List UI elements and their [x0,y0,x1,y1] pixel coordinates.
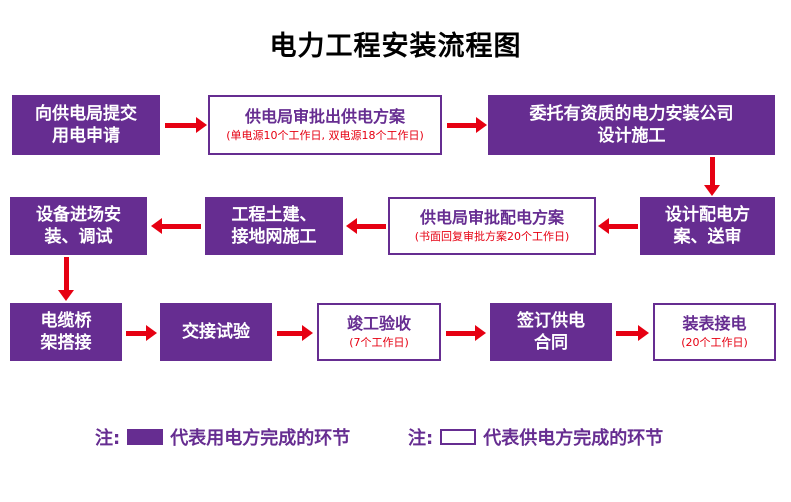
legend-note-label: 注: [408,428,434,449]
flow-step-civil-grounding-construction: 工程土建、 接地网施工 [205,197,343,255]
flow-step-completion-acceptance: 竣工验收 (7个工作日) [317,303,441,361]
step-label-line: 合同 [534,333,568,353]
step-label-line: 交接试验 [182,321,250,342]
supply-side-swatch-icon [440,429,477,445]
arrow-right-icon [277,325,313,341]
arrow-left-icon [151,218,201,234]
user-side-swatch-icon [127,429,164,445]
step-title: 供电局审批出供电方案 [244,106,405,126]
step-label-line: 设计施工 [597,126,666,146]
arrow-right-icon [446,325,486,341]
legend-user-side-label: 代表用电方完成的环节 [170,428,351,449]
step-title: 供电局审批配电方案 [419,207,564,227]
step-label-line: 用电申请 [52,126,120,146]
legend-supply-side-label: 代表供电方完成的环节 [483,428,664,449]
legend-note-label: 注: [95,428,121,449]
page-title: 电力工程安装流程图 [269,31,522,62]
arrow-left-icon [598,218,638,234]
flow-step-approve-supply-plan: 供电局审批出供电方案 (单电源10个工作日, 双电源18个工作日) [208,95,442,155]
step-label-line: 委托有资质的电力安装公司 [529,103,734,124]
step-label-line: 签订供电 [517,310,585,331]
arrow-right-icon [447,117,487,133]
step-title: 装表接电 [682,313,747,333]
flow-step-cable-tray-connection: 电缆桥 架搭接 [10,303,122,361]
legend-user-side: 注: 代表用电方完成的环节 [95,424,350,450]
step-note: (单电源10个工作日, 双电源18个工作日) [226,128,424,142]
step-label-line: 设计配电方 [665,204,750,225]
flow-step-equipment-installation: 设备进场安 装、调试 [10,197,147,255]
step-label-line: 电缆桥 [40,310,92,331]
step-label-line: 接地网施工 [231,227,317,247]
legend-supply-side: 注: 代表供电方完成的环节 [408,424,663,450]
arrow-right-icon [616,325,649,341]
step-label-line: 工程土建、 [231,204,317,225]
step-label-line: 装、调试 [44,227,113,247]
step-label-line: 案、送审 [673,227,742,247]
arrow-down-icon [58,257,74,301]
arrow-left-icon [346,218,386,234]
flow-step-handover-test: 交接试验 [160,303,272,361]
step-label-line: 设备进场安 [36,204,121,225]
flow-step-design-distribution-plan: 设计配电方 案、送审 [640,197,775,255]
arrow-right-icon [126,325,157,341]
flow-step-entrust-design: 委托有资质的电力安装公司 设计施工 [488,95,775,155]
step-note: (书面回复审批方案20个工作日) [414,229,570,243]
step-note: (7个工作日) [349,335,409,349]
step-title: 竣工验收 [346,313,411,333]
step-label-line: 架搭接 [40,333,92,353]
arrow-down-icon [704,157,720,196]
step-label-line: 向供电局提交 [35,103,137,124]
arrow-right-icon [165,117,207,133]
flow-step-sign-supply-contract: 签订供电 合同 [490,303,612,361]
flow-step-approve-distribution-plan: 供电局审批配电方案 (书面回复审批方案20个工作日) [388,197,596,255]
step-note: (20个工作日) [681,335,748,349]
flow-step-submit-application: 向供电局提交 用电申请 [12,95,160,155]
flow-step-meter-installation: 装表接电 (20个工作日) [653,303,776,361]
